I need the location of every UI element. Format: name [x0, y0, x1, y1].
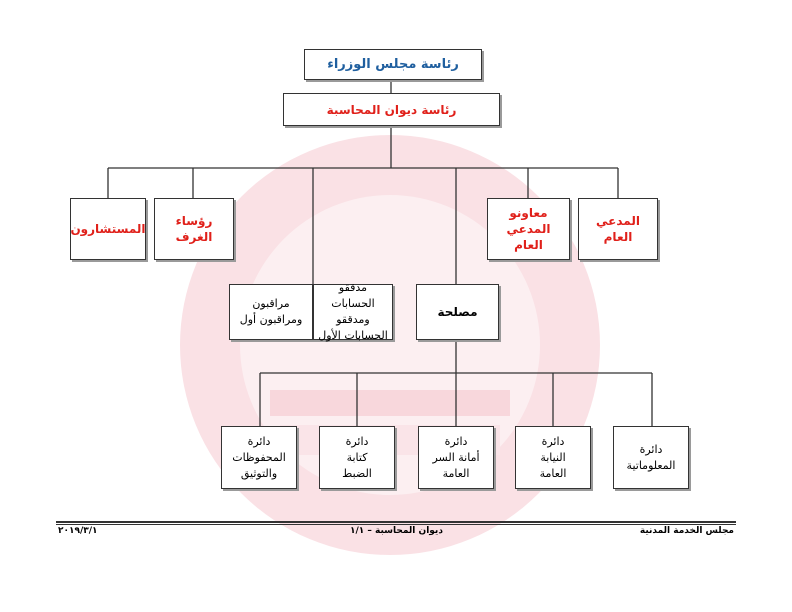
dept-secretariat-label: دائرة أمانة السر العامة: [432, 434, 480, 480]
cabinet-presidency-box: رئاسة مجلس الوزراء: [304, 49, 482, 80]
auditors-label: مراقبون ومراقبون أول: [239, 297, 303, 326]
advisors-box: المستشارون: [70, 198, 146, 260]
dept-secretariat-box: دائرة أمانة السر العامة: [418, 426, 494, 489]
auditors-box: مراقبون ومراقبون أول: [229, 284, 313, 340]
deputy-prosecutors-label: معاونو المدعي العام: [506, 206, 551, 252]
bureau-presidency-box: رئاسة ديوان المحاسبة: [283, 93, 500, 126]
prosecutor-general-label: المدعي العام: [596, 214, 640, 244]
connector-lines: [107, 80, 653, 426]
footer-rule: [56, 521, 736, 523]
directorate-box: مصلحة: [416, 284, 499, 340]
dept-archives-label: دائرة المحفوظات والتوثيق: [232, 434, 286, 480]
dept-archives-box: دائرة المحفوظات والتوثيق: [221, 426, 297, 489]
dept-registry-label: دائرة كتابة الضبط: [342, 434, 372, 480]
dept-it-box: دائرة المعلوماتية: [613, 426, 689, 489]
account-auditors-label: مدققو الحسابات ومدققو الحسابات الأول: [318, 281, 388, 342]
footer-page-label: ديوان المحاسبة – ١/١: [350, 526, 443, 536]
dept-prosecution-box: دائرة النيابة العامة: [515, 426, 591, 489]
dept-prosecution-label: دائرة النيابة العامة: [539, 434, 567, 480]
deputy-prosecutors-box: معاونو المدعي العام: [487, 198, 570, 260]
footer-rule-thin: [56, 524, 736, 525]
dept-it-label: دائرة المعلوماتية: [626, 442, 676, 472]
account-auditors-box: مدققو الحسابات ومدققو الحسابات الأول: [313, 281, 393, 342]
chamber-heads-box: رؤساء الغرف: [154, 198, 234, 260]
footer-org-name: مجلس الخدمة المدنية: [639, 526, 734, 536]
advisors-label: المستشارون: [70, 222, 146, 236]
chamber-heads-label: رؤساء الغرف: [175, 214, 213, 244]
bureau-presidency-label: رئاسة ديوان المحاسبة: [326, 102, 457, 117]
cabinet-presidency-label: رئاسة مجلس الوزراء: [327, 56, 459, 72]
dept-registry-box: دائرة كتابة الضبط: [319, 426, 395, 489]
footer-date: ٢٠١٩/٣/١: [58, 526, 98, 536]
prosecutor-general-box: المدعي العام: [578, 198, 658, 260]
directorate-label: مصلحة: [437, 305, 478, 319]
